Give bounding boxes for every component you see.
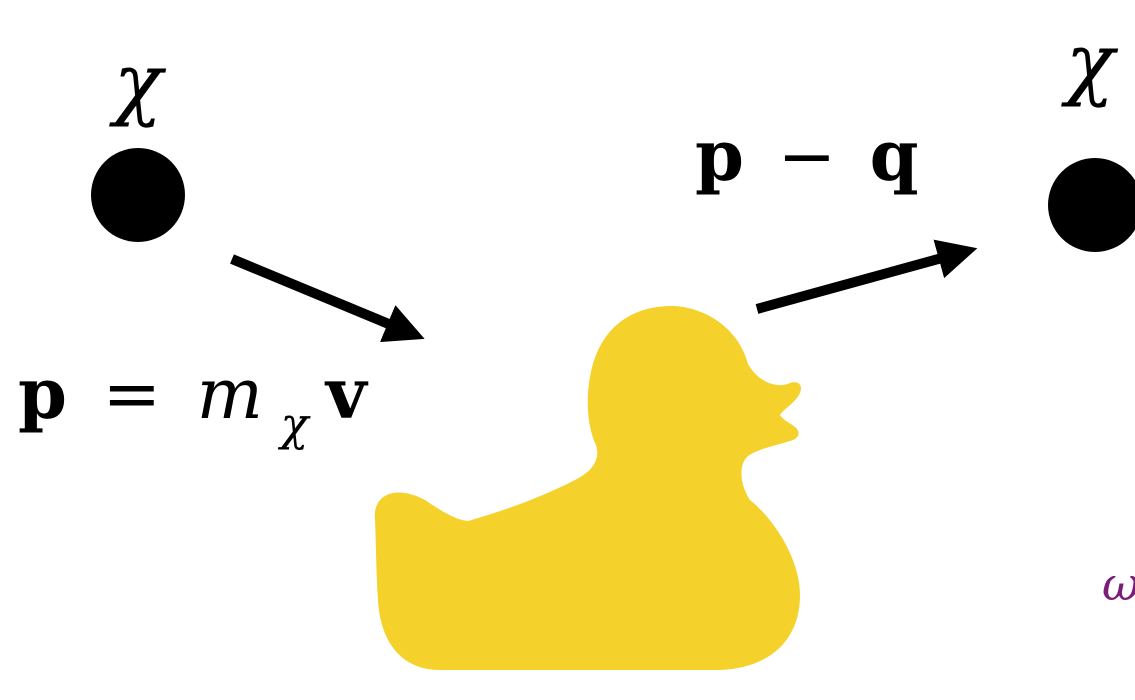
incoming-momentum-label: p = m χ v — [18, 352, 369, 456]
incoming-particle-symbol: χ — [109, 36, 167, 129]
rubber-duck-icon — [375, 306, 801, 670]
label-q: q — [870, 114, 919, 197]
outgoing-particle-dot — [1048, 158, 1135, 252]
label-m: m — [197, 353, 263, 435]
outgoing-particle-symbol: χ — [1061, 16, 1119, 109]
incoming-momentum-arrow — [232, 259, 408, 332]
label-subscript-chi: χ — [278, 397, 312, 451]
label-equals: = — [102, 353, 161, 435]
label-p: p — [18, 352, 67, 435]
incoming-particle-dot — [91, 148, 185, 242]
label-minus: − — [777, 115, 836, 197]
label-v: v — [324, 352, 369, 435]
outgoing-momentum-arrow — [757, 253, 960, 309]
partial-omega-text: ω — [1102, 557, 1135, 611]
outgoing-momentum-label: p − q — [695, 114, 919, 197]
label-out-p: p — [695, 114, 744, 197]
